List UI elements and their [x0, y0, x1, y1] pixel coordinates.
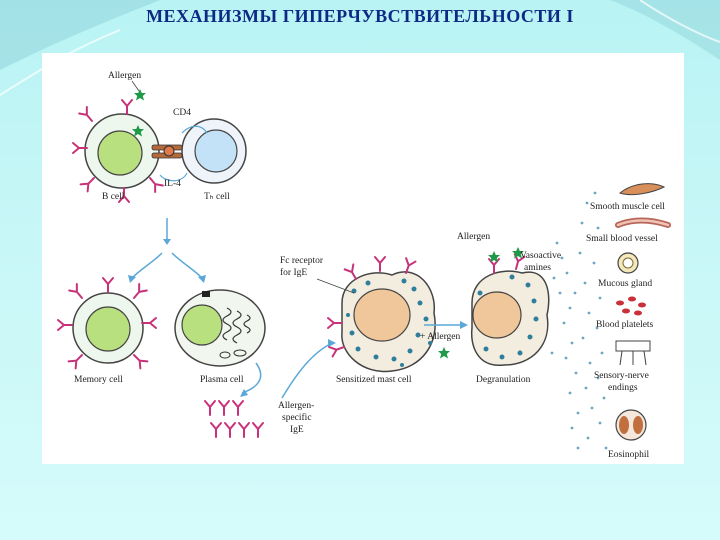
mucous-gland: [618, 253, 638, 273]
small-blood-vessel-label: Small blood vessel: [586, 234, 658, 244]
eosinophil: [616, 410, 646, 440]
th-cell-label: Tₕ cell: [204, 192, 230, 202]
slide-title: МЕХАНИЗМЫ ГИПЕРЧУВСТВИТЕЛЬНОСТИ I: [0, 6, 720, 27]
differentiation-arrows: [128, 218, 206, 283]
allergen-label-top: Allergen: [108, 71, 141, 81]
small-blood-vessel: [618, 221, 668, 226]
plasma-cell: [175, 290, 265, 366]
b-cell-label: B cell: [102, 192, 125, 202]
allergen-specific-ige-label: Allergen- specific IgE: [278, 401, 317, 435]
mucous-gland-label: Mucous gland: [598, 279, 652, 289]
blood-platelets: [616, 297, 646, 316]
eosinophil-label: Eosinophil: [608, 450, 650, 460]
sensitized-mast-cell: [328, 257, 435, 371]
fc-receptor-label: Fc receptor for IgE: [280, 256, 325, 278]
il4-label: IL-4: [164, 179, 181, 189]
memory-cell-label: Memory cell: [74, 375, 123, 385]
plasma-cell-label: Plasma cell: [200, 375, 244, 385]
smooth-muscle-cell-label: Smooth muscle cell: [590, 202, 665, 212]
th-cell: [182, 119, 246, 183]
cd4-label: CD4: [173, 108, 191, 118]
b-cell: [73, 89, 163, 202]
smooth-muscle-cell: [620, 184, 664, 195]
sensitized-mast-cell-label: Sensitized mast cell: [336, 375, 412, 385]
plus-allergen-label: + Allergen: [420, 332, 461, 342]
allergen-label-mid: Allergen: [457, 232, 490, 242]
hypersensitivity-diagram: Allergen CD4 IL-4 B cell Tₕ cell Memory …: [42, 53, 684, 464]
degranulation-label: Degranulation: [476, 375, 531, 385]
blood-platelets-label: Blood platelets: [596, 320, 654, 330]
vasoactive-amines-label: Vasoactive amines: [520, 251, 564, 273]
allergen-specific-ige-group: [205, 401, 263, 437]
sensory-nerve-endings-label: Sensory-nerve endings: [594, 371, 651, 393]
sensory-nerve-endings: [616, 341, 650, 365]
memory-cell: [58, 278, 156, 368]
